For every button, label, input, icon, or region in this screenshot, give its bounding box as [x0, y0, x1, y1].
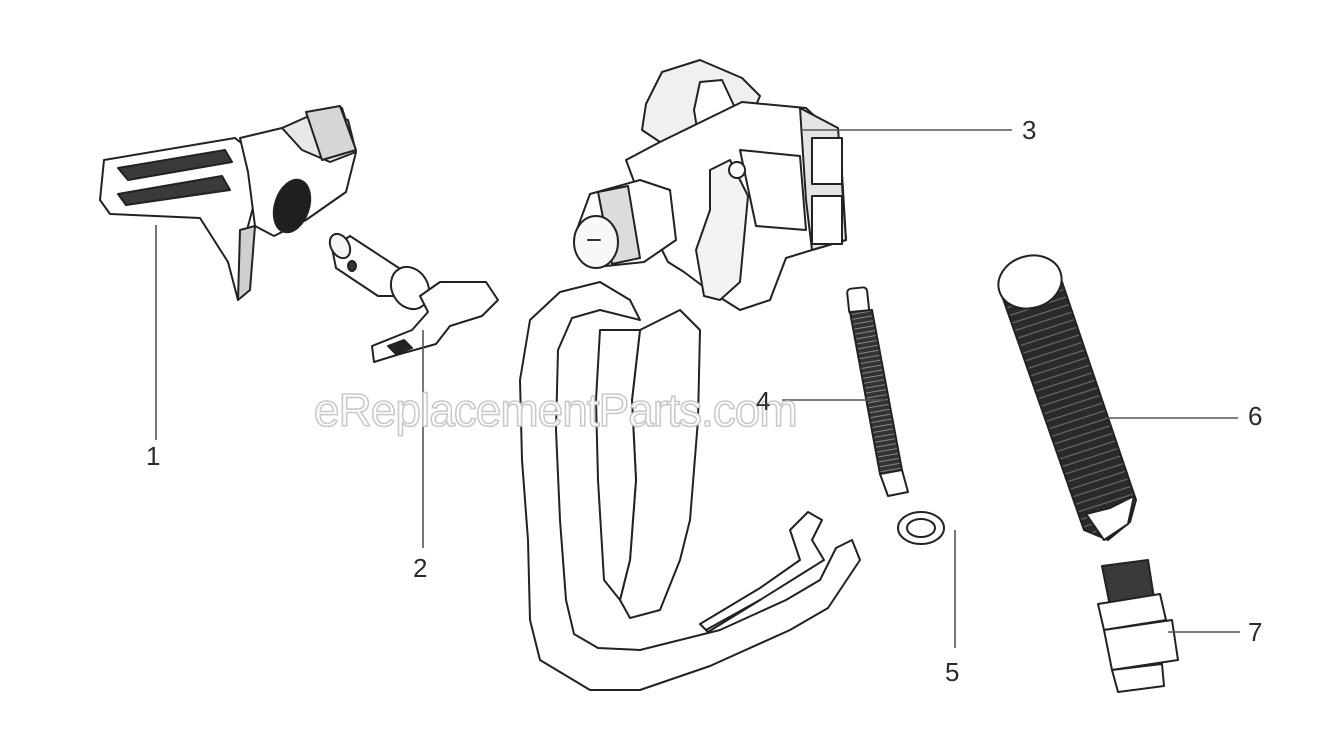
grip-cover-icon [997, 254, 1137, 541]
leader-lines [155, 129, 1240, 648]
seal-ring-icon [897, 511, 945, 545]
callout-4: 4 [756, 386, 770, 416]
reversible-tip-icon [328, 232, 499, 363]
gun-filter-icon [846, 286, 909, 497]
spray-gun-body-icon [519, 59, 861, 691]
callout-6: 6 [1248, 401, 1262, 431]
watermark-text: eReplacementParts.com [314, 384, 797, 436]
callout-7: 7 [1248, 617, 1262, 647]
swivel-fitting-icon [1097, 559, 1179, 693]
callout-labels: 1 2 3 4 5 6 7 [146, 115, 1262, 687]
callout-3: 3 [1022, 115, 1036, 145]
callout-1: 1 [146, 441, 160, 471]
callout-5: 5 [945, 657, 959, 687]
tip-guard-icon [99, 105, 357, 301]
callout-2: 2 [413, 553, 427, 583]
